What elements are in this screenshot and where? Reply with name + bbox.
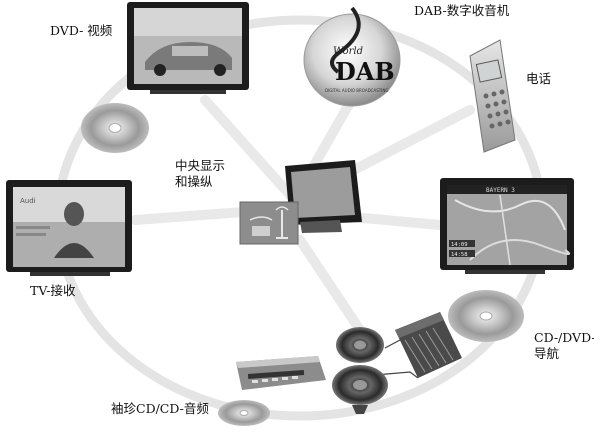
nav-time1-text: 14:09 bbox=[451, 242, 468, 248]
label-dab-radio: DAB-数字收音机 bbox=[414, 3, 510, 18]
tv-brand-text: Audi bbox=[20, 197, 36, 205]
label-central-line1: 中央显示 bbox=[175, 158, 226, 173]
label-dvd-video: DVD- 视频 bbox=[50, 23, 113, 38]
dab-tagline-text: DIGITAL AUDIO BROADCASTING bbox=[325, 88, 388, 93]
speaker-wiring bbox=[374, 339, 419, 379]
dab-world-text: World bbox=[333, 46, 363, 57]
mobile-phone bbox=[469, 39, 516, 153]
label-phone: 电话 bbox=[526, 71, 552, 86]
nav-status-text: BAYERN 3 bbox=[486, 187, 515, 194]
dab-logo: World DAB DIGITAL AUDIO BROADCASTING bbox=[303, 6, 401, 107]
label-mini-cd: 袖珍CD/CD-音频 bbox=[111, 401, 209, 416]
mini-cd-unit bbox=[236, 356, 326, 390]
central-display bbox=[239, 160, 362, 245]
antenna-panel bbox=[239, 201, 299, 245]
dab-text: DAB bbox=[335, 57, 395, 86]
label-cd-nav-line1: CD-/DVD- bbox=[534, 330, 594, 345]
nav-time2-text: 14:58 bbox=[451, 252, 468, 258]
label-tv: TV-接收 bbox=[30, 283, 76, 298]
label-cd-nav-line2: 导航 bbox=[534, 346, 560, 361]
speaker-upper bbox=[336, 327, 384, 363]
navigation-monitor: BAYERN 3 14:09 14:58 bbox=[440, 178, 574, 274]
amplifier-box bbox=[395, 312, 462, 378]
tv-monitor: Audi bbox=[6, 180, 132, 276]
label-central-line2: 和操纵 bbox=[175, 174, 213, 189]
dvd-monitor bbox=[127, 2, 249, 94]
speaker-lower bbox=[332, 365, 388, 414]
